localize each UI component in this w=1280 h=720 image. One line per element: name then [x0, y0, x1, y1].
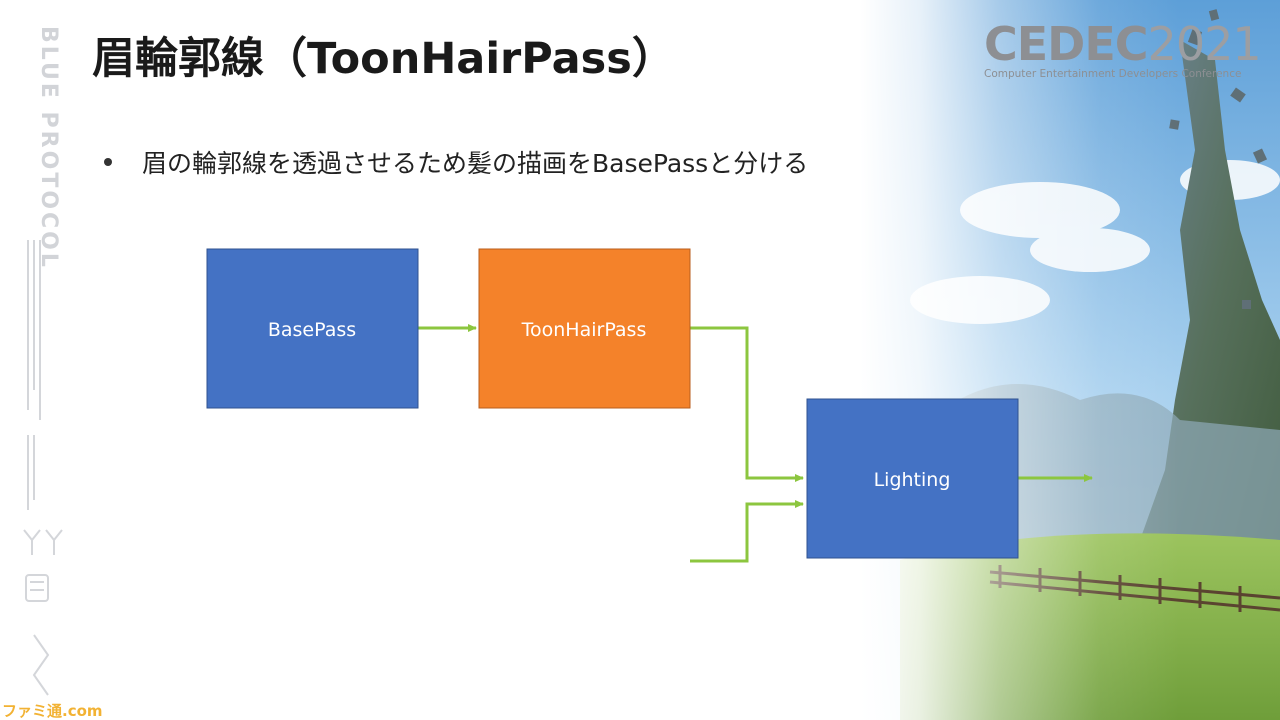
- site-watermark: ファミ通.com: [2, 702, 103, 720]
- node-basepass: BasePass: [206, 248, 419, 409]
- side-emblems: [23, 240, 63, 696]
- conference-logo: CEDEC2021 Computer Entertainment Develop…: [984, 17, 1262, 84]
- conference-wordmark: CEDEC2021: [984, 17, 1262, 71]
- bullet-dot-icon: [104, 158, 112, 166]
- conference-name: CEDEC: [984, 17, 1149, 71]
- bullet-item: 眉の輪郭線を透過させるため髪の描画をBasePassと分ける: [100, 144, 808, 180]
- node-lighting: Lighting: [806, 398, 1019, 559]
- node-basepass-label: BasePass: [268, 319, 356, 341]
- node-toonhairpass: ToonHairPass: [478, 248, 691, 409]
- bullet-list: 眉の輪郭線を透過させるため髪の描画をBasePassと分ける: [100, 144, 808, 180]
- slide-title: 眉輪郭線（ToonHairPass）: [92, 34, 675, 84]
- node-lighting-box: [806, 398, 1019, 559]
- node-lighting-label: Lighting: [874, 469, 951, 491]
- bullet-text: 眉の輪郭線を透過させるため髪の描画をBasePassと分ける: [142, 149, 809, 178]
- edge-toonhairpass-to-lighting: [690, 326, 804, 482]
- node-basepass-box: [206, 248, 419, 409]
- edge-external-input-to-lighting: [690, 500, 804, 563]
- node-toonhairpass-box: [478, 248, 691, 409]
- conference-year: 2021: [1147, 17, 1262, 71]
- side-brand-strip: BLUE PROTOCOL: [14, 10, 70, 700]
- node-toonhairpass-label: ToonHairPass: [521, 319, 647, 341]
- conference-subtitle: Computer Entertainment Developers Confer…: [984, 68, 1242, 80]
- side-logo: BLUE PROTOCOL: [36, 26, 61, 270]
